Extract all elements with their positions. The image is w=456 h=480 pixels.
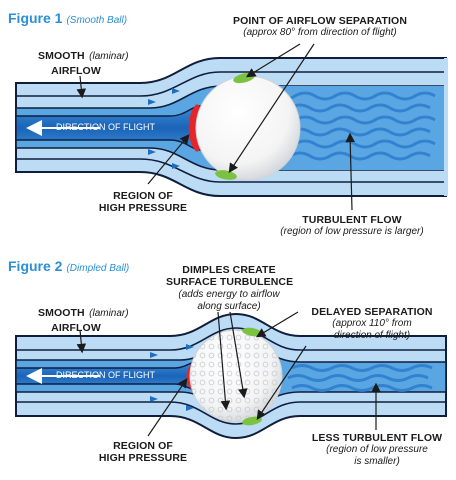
figure1-smooth-airflow-label: SMOOTH (laminar) AIRFLOW	[38, 46, 129, 77]
figure1-separation-title: POINT OF AIRFLOW SEPARATION	[233, 15, 407, 27]
figure2-less-sub2: is smaller)	[354, 456, 400, 468]
figure2-delayed-sub2: direction of flight)	[333, 330, 411, 342]
figure2-dimple-texture	[190, 330, 282, 422]
figure2-airflow-word: AIRFLOW	[51, 321, 101, 334]
figure2-delayed-title: DELAYED SEPARATION	[311, 306, 433, 318]
figure2-dimples-sub2: along surface)	[197, 300, 261, 312]
figure1-flow-arrows	[148, 88, 180, 169]
figure2-laminar-word: (laminar)	[89, 308, 129, 319]
figure1-airflow-word: AIRFLOW	[51, 64, 101, 77]
figure2-pressure-label: REGION OF HIGH PRESSURE	[88, 440, 198, 465]
figure2-pointers	[76, 311, 381, 437]
figure2-smooth-word: SMOOTH	[38, 307, 85, 319]
figure2-title: Figure 2(Dimpled Ball)	[8, 258, 129, 274]
figure1-separation-label: POINT OF AIRFLOW SEPARATION (approx 80° …	[210, 15, 430, 39]
figure2-smooth-airflow-label: SMOOTH (laminar) AIRFLOW	[38, 303, 129, 334]
figure1-pressure-line2: HIGH PRESSURE	[98, 202, 188, 215]
figure2-dimples-line2: SURFACE TURBULENCE	[166, 276, 294, 289]
figure1-title: Figure 1(Smooth Ball)	[8, 10, 127, 26]
figure2-subtitle: (Dimpled Ball)	[66, 263, 130, 274]
figure1-core	[15, 105, 201, 151]
figure1-smooth-ball	[195, 75, 301, 181]
figure2-dimples-sub1: (adds energy to airflow	[178, 288, 280, 300]
figure1-turbulent-sub: (region of low pressure is larger)	[280, 226, 424, 238]
figure2-wake-waves	[287, 364, 433, 392]
figure2-less-sub1: (region of low pressure	[326, 444, 428, 456]
figure2-delayed-sub1: (approx 110° from	[332, 318, 412, 330]
figure1-laminar-word: (laminar)	[89, 51, 129, 62]
figure1-pressure-line1: REGION OF	[113, 190, 173, 202]
figure1-turbulent-title: TURBULENT FLOW	[302, 214, 402, 226]
figure1-pointers	[76, 43, 355, 211]
figure2-flow-arrows	[150, 344, 194, 411]
figure1-separation-sub: (approx 80° from direction of flight)	[243, 27, 397, 39]
figure2-pressure-line2: HIGH PRESSURE	[98, 452, 188, 465]
figure2-less-title: LESS TURBULENT FLOW	[311, 432, 443, 444]
figure2-dimples-line1: DIMPLES CREATE	[182, 264, 276, 276]
figure1-turbulent-label: TURBULENT FLOW (region of low pressure i…	[262, 214, 442, 238]
figure2-delayed-label: DELAYED SEPARATION (approx 110° from dir…	[304, 306, 440, 342]
figure2-direction-label: DIRECTION OF FLIGHT	[56, 370, 155, 380]
figure2-less-turbulent-label: LESS TURBULENT FLOW (region of low press…	[304, 432, 450, 468]
figure1-subtitle: (Smooth Ball)	[66, 15, 128, 26]
figure1-smooth-word: SMOOTH	[38, 50, 85, 62]
figure1-title-text: Figure 1	[8, 10, 63, 26]
figure2-title-text: Figure 2	[8, 258, 63, 274]
figure2-pressure-line1: REGION OF	[113, 440, 173, 452]
figure1-pressure-label: REGION OF HIGH PRESSURE	[88, 190, 198, 215]
figure1-direction-label: DIRECTION OF FLIGHT	[56, 122, 155, 132]
figure2-dimples-label: DIMPLES CREATE SURFACE TURBULENCE (adds …	[166, 264, 294, 312]
